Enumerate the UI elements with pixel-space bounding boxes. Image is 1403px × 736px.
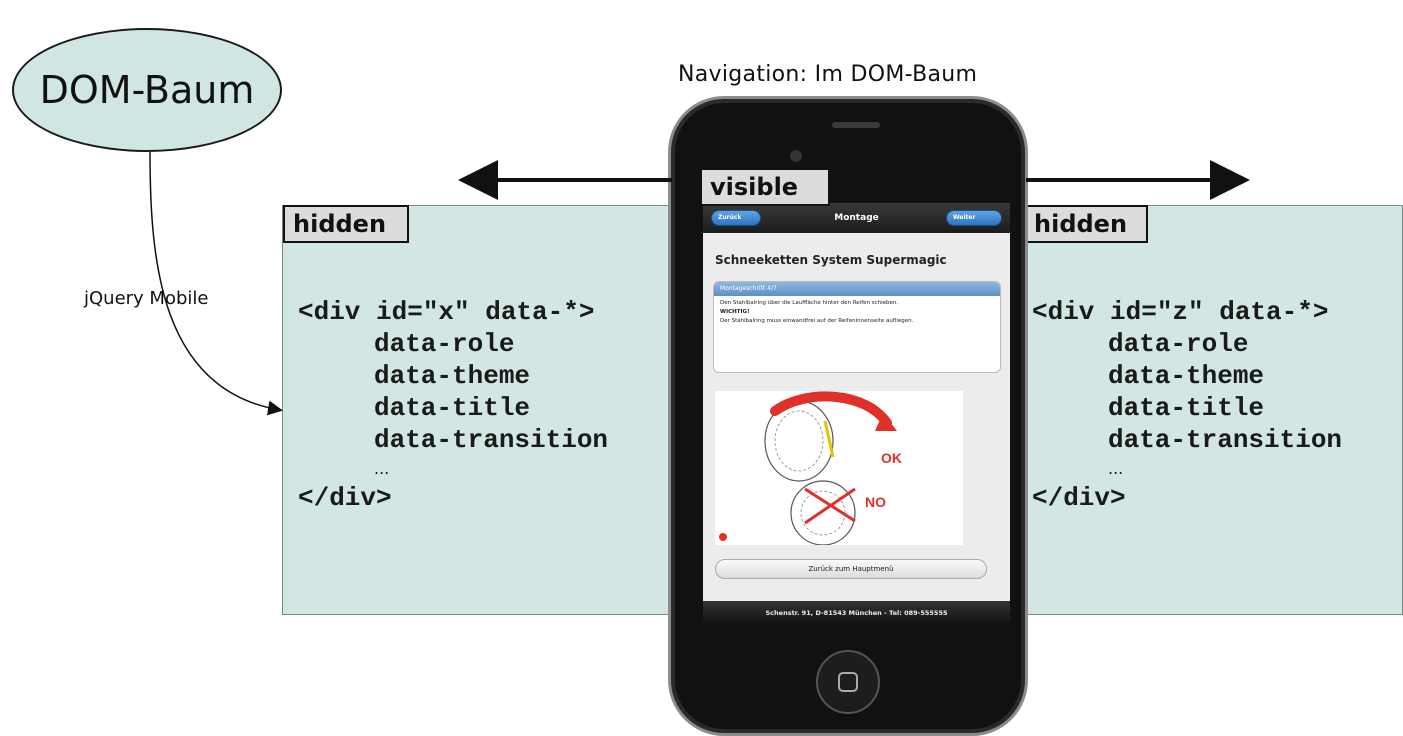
card-warning: WICHTIG! — [720, 309, 750, 315]
phone-camera — [790, 150, 802, 162]
jquery-mobile-label: jQuery Mobile — [84, 288, 209, 309]
no-label: NO — [865, 494, 886, 510]
left-open-tag: <div id="x" data-*> — [298, 297, 595, 327]
right-open-tag: <div id="z" data-*> — [1032, 297, 1329, 327]
dom-baum-label: DOM-Baum — [39, 68, 255, 112]
right-hidden-page-panel — [1020, 205, 1403, 615]
left-attr-transition: data-transition — [374, 425, 609, 455]
header-back-button[interactable]: Zurück — [711, 210, 761, 226]
right-ellipsis: ... — [1108, 459, 1124, 478]
app-title: Schneeketten System Supermagic — [715, 253, 947, 267]
home-square-icon — [838, 672, 858, 692]
left-close-tag: </div> — [298, 483, 392, 513]
dom-baum-ellipse: DOM-Baum — [12, 28, 282, 152]
card-text-2: Der Stahlbalring muss einwandfrei auf de… — [720, 318, 914, 324]
left-ellipsis: ... — [374, 459, 390, 478]
navigation-title: Navigation: Im DOM-Baum — [678, 62, 978, 87]
left-attr-title: data-title — [374, 393, 531, 423]
right-close-tag: </div> — [1032, 483, 1126, 513]
visible-tag: visible — [700, 168, 830, 206]
app-header: Zurück Montage Weiter — [703, 203, 1010, 233]
app-footer: Schenstr. 91, D-81543 München - Tel: 089… — [703, 601, 1010, 625]
phone-screen: Zurück Montage Weiter Schneeketten Syste… — [703, 203, 1010, 625]
phone-speaker — [832, 122, 880, 128]
right-attr-title: data-title — [1108, 393, 1265, 423]
right-attr-transition: data-transition — [1108, 425, 1343, 455]
header-next-button[interactable]: Weiter — [946, 210, 1002, 226]
header-title: Montage — [834, 213, 879, 223]
right-attr-role: data-role — [1108, 329, 1249, 359]
home-button[interactable] — [816, 650, 880, 714]
snow-chain-illustration: OK NO — [715, 391, 963, 546]
main-menu-button[interactable]: Zurück zum Hauptmenü — [715, 559, 987, 579]
card-text-1: Den Stahlbalring über die Lauffläche hin… — [720, 300, 899, 306]
left-hidden-page-panel — [282, 205, 712, 615]
card-header: Montageschritt 4/7 — [714, 282, 1000, 296]
right-hidden-tag: hidden — [1024, 205, 1148, 243]
instruction-card: Montageschritt 4/7 Den Stahlbalring über… — [713, 281, 1001, 373]
right-attr-theme: data-theme — [1108, 361, 1265, 391]
ok-label: OK — [881, 450, 902, 466]
card-text: Den Stahlbalring über die Lauffläche hin… — [714, 296, 1000, 325]
left-attr-theme: data-theme — [374, 361, 531, 391]
left-attr-role: data-role — [374, 329, 515, 359]
left-hidden-tag: hidden — [283, 205, 409, 243]
jquery-mobile-arrow — [149, 151, 283, 416]
